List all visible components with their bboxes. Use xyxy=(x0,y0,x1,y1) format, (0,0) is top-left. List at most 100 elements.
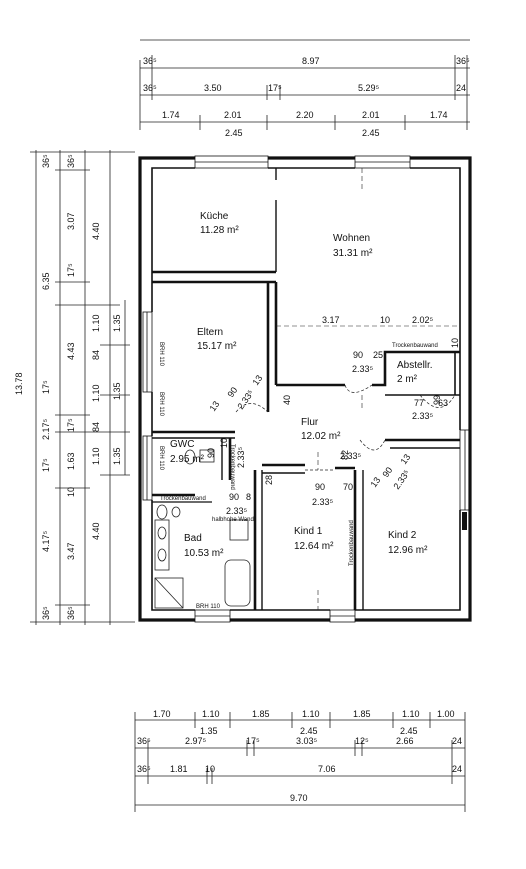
shower-tray xyxy=(154,577,184,609)
room-area-wohnen: 31.31 m² xyxy=(333,248,373,259)
dim-label: 1.35 xyxy=(112,447,122,465)
toilet-gwc xyxy=(184,449,196,465)
room-name-bad: Bad xyxy=(184,533,202,544)
dim-label: 90 xyxy=(380,465,394,479)
dim-label: 2.45 xyxy=(300,726,318,736)
dim-label: 2.33⁵ xyxy=(352,364,374,374)
dim-label: 10 xyxy=(66,487,76,497)
room-area-bad: 10.53 m² xyxy=(184,548,224,559)
dim-label: 28 xyxy=(264,475,274,485)
top-dimension-labels: 36⁵ 8.97 36⁵ 36⁵ 3.50 17⁵ 5.29⁵ 24 1.74 … xyxy=(143,56,470,138)
center-lines xyxy=(276,168,460,610)
dim-label: 13.78 xyxy=(14,372,24,395)
dim-label: 1.74 xyxy=(430,110,448,120)
dim-label: 2.45 xyxy=(225,128,243,138)
dim-label: 36⁵ xyxy=(41,606,51,620)
dim-label: 10 xyxy=(219,438,229,448)
note-brh110: BRH 110 xyxy=(158,342,164,367)
note-brh110: BRH 110 xyxy=(196,604,221,610)
vanity xyxy=(154,519,170,571)
interior-walls xyxy=(152,168,460,610)
dim-label: 90 xyxy=(206,448,216,458)
dim-label: 2.33⁵ xyxy=(412,411,434,421)
dim-label: 36⁵ xyxy=(137,736,151,746)
dim-label: 3.17 xyxy=(322,315,340,325)
dim-label: 36⁵ xyxy=(143,56,157,66)
dim-label: 3.47 xyxy=(66,542,76,560)
dim-label: 2.45 xyxy=(362,128,380,138)
dim-label: 63 xyxy=(438,398,448,408)
dim-label: 17⁵ xyxy=(66,418,76,432)
dim-label: 84 xyxy=(91,422,101,432)
dim-label: 1.70 xyxy=(153,709,171,719)
room-area-flur: 12.02 m² xyxy=(301,431,341,442)
dim-label: 1.10 xyxy=(91,447,101,465)
dim-label: 13 xyxy=(250,373,264,387)
room-name-kueche: Küche xyxy=(200,211,229,222)
dim-label: 17⁵ xyxy=(41,380,51,394)
doors xyxy=(235,384,456,471)
left-dimension-labels: 13.78 36⁵ 6.35 17⁵ 2.17⁵ 17⁵ 4.17⁵ 36⁵ 3… xyxy=(14,154,122,620)
dim-label: 2.33⁵ xyxy=(340,451,362,461)
dim-label: 84 xyxy=(91,350,101,360)
dim-label: 1.00 xyxy=(437,709,455,719)
dim-label: 17⁵ xyxy=(246,736,260,746)
dim-label: 1.74 xyxy=(162,110,180,120)
note-trockenbauwand: Trockenbauwand xyxy=(392,343,438,349)
annotations: Trockenbauwand Trockenbauwand halbhohe W… xyxy=(158,342,438,610)
dim-label: 82 xyxy=(340,450,350,460)
dim-label: 2.45 xyxy=(400,726,418,736)
dim-label: 17⁵ xyxy=(41,458,51,472)
dim-label: 77 xyxy=(414,398,424,408)
room-area-abstellr: 2 m² xyxy=(397,374,418,385)
dim-label: 17⁵ xyxy=(66,263,76,277)
dim-label: 36⁵ xyxy=(137,764,151,774)
dim-label: 8.97 xyxy=(302,56,320,66)
dim-label: 36⁵ xyxy=(66,606,76,620)
radiators xyxy=(462,512,467,530)
dim-label: 1.10 xyxy=(202,709,220,719)
dim-label: 1.10 xyxy=(91,384,101,402)
dim-label: 4.17⁵ xyxy=(41,530,51,552)
dim-label: 4.40 xyxy=(91,522,101,540)
dim-label: 10 xyxy=(205,764,215,774)
dim-label: 90 xyxy=(225,385,239,399)
dim-label: 13 xyxy=(207,399,221,413)
dim-label: 36⁵ xyxy=(456,56,470,66)
dim-label: 2.33⁵ xyxy=(236,446,246,468)
room-area-kind1: 12.64 m² xyxy=(294,541,334,552)
room-name-eltern: Eltern xyxy=(197,327,223,338)
dim-label: 90 xyxy=(315,482,325,492)
dim-label: 24 xyxy=(456,83,466,93)
walls xyxy=(138,156,472,622)
dim-label: 1.35 xyxy=(112,382,122,400)
dim-label: 12⁵ xyxy=(355,736,369,746)
dim-label: 1.63 xyxy=(66,452,76,470)
bidet xyxy=(171,506,181,518)
room-labels: Küche 11.28 m² Wohnen 31.31 m² Eltern 15… xyxy=(170,211,433,559)
room-name-kind2: Kind 2 xyxy=(388,530,417,541)
dim-label: 90 xyxy=(353,350,363,360)
dim-label: 90 xyxy=(229,492,239,502)
dim-label: 10 xyxy=(380,315,390,325)
room-name-wohnen: Wohnen xyxy=(333,233,370,244)
dim-label: 25 xyxy=(373,350,383,360)
dim-label: 6.35 xyxy=(41,272,51,290)
dim-label: 2.02⁵ xyxy=(412,315,434,325)
windows xyxy=(142,155,471,623)
room-area-kind2: 12.96 m² xyxy=(388,545,428,556)
dim-label: 2.66 xyxy=(396,736,414,746)
room-area-eltern: 15.17 m² xyxy=(197,341,237,352)
bath-fixtures xyxy=(154,449,251,609)
dim-label: 1.35 xyxy=(200,726,218,736)
dim-label: 2.33⁵ xyxy=(312,497,334,507)
dim-label: 3.03⁵ xyxy=(296,736,318,746)
dim-label: 40 xyxy=(282,395,292,405)
dim-label: 1.81 xyxy=(170,764,188,774)
dim-label: 2.33⁵ xyxy=(391,468,412,491)
dim-label: 17⁵ xyxy=(268,83,282,93)
dim-label: 4.40 xyxy=(91,222,101,240)
note-brh110: BRH 110 xyxy=(158,392,164,417)
dim-label: 4.43 xyxy=(66,342,76,360)
